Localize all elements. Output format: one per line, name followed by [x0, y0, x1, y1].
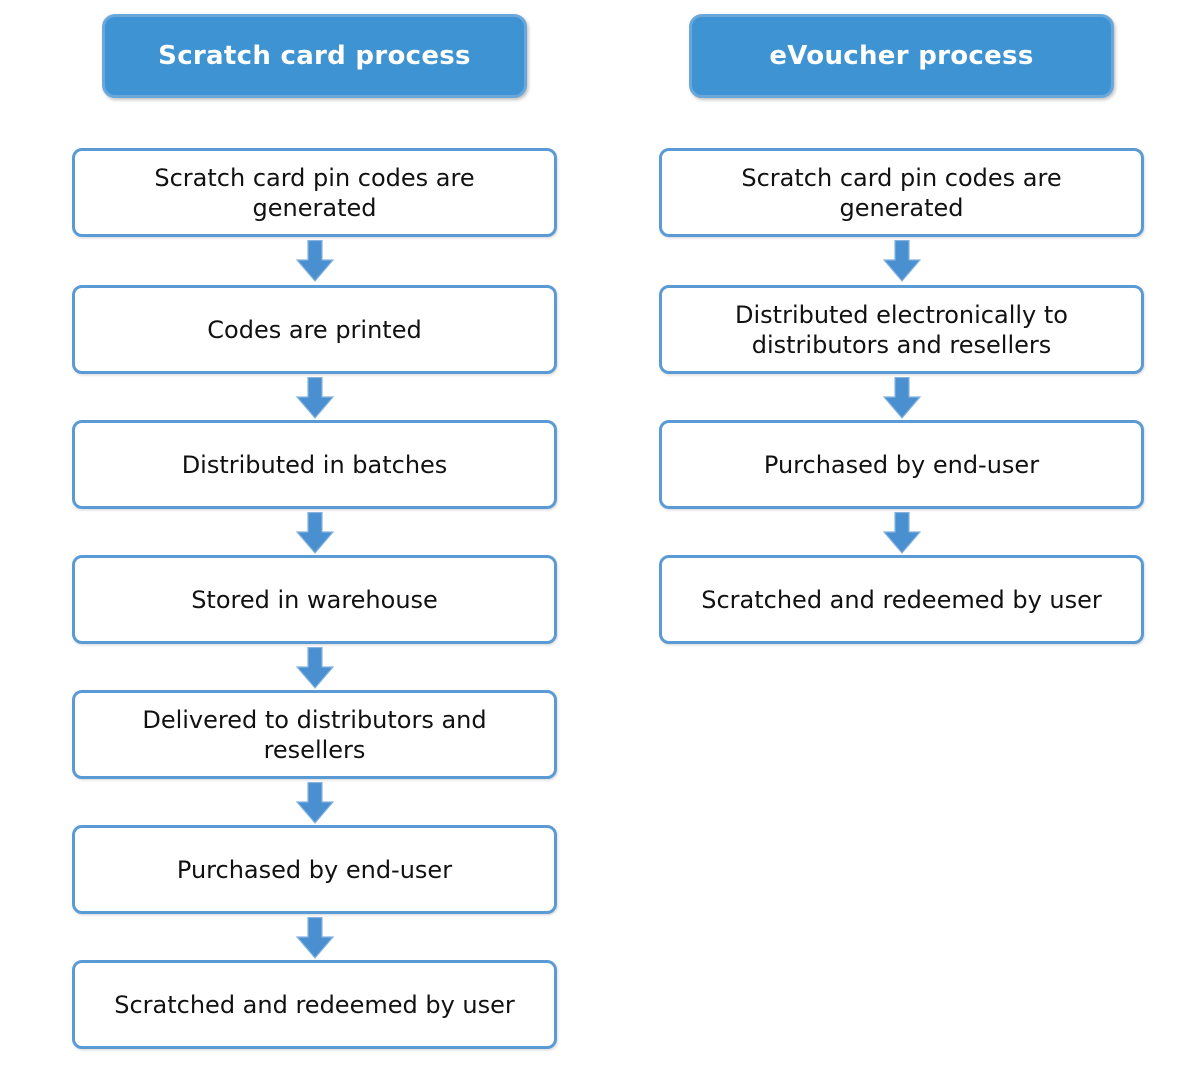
step-box-codes-printed: Codes are printed [72, 285, 557, 374]
step-box-scratched-and-redeemed: Scratched and redeemed by user [72, 960, 557, 1049]
step-box-delivered-to-distributors: Delivered to distributors and resellers [72, 690, 557, 779]
down-arrow-icon [295, 512, 334, 554]
step-box-scratched-and-redeemed: Scratched and redeemed by user [659, 555, 1144, 644]
down-arrow-icon [295, 240, 334, 282]
step-box-pin-codes-generated: Scratch card pin codes are generated [659, 148, 1144, 237]
column-evoucher-process: eVoucher process Scratch card pin codes … [659, 0, 1144, 1070]
down-arrow-icon [295, 377, 334, 419]
down-arrow-icon [295, 782, 334, 824]
down-arrow-icon [295, 647, 334, 689]
step-box-purchased-by-end-user: Purchased by end-user [72, 825, 557, 914]
column-scratch-card-process: Scratch card process Scratch card pin co… [72, 0, 557, 1070]
step-box-pin-codes-generated: Scratch card pin codes are generated [72, 148, 557, 237]
down-arrow-icon [295, 917, 334, 959]
down-arrow-icon [882, 512, 921, 554]
down-arrow-icon [882, 240, 921, 282]
step-box-stored-in-warehouse: Stored in warehouse [72, 555, 557, 644]
step-box-distributed-electronically: Distributed electronically to distributo… [659, 285, 1144, 374]
step-box-purchased-by-end-user: Purchased by end-user [659, 420, 1144, 509]
column-header-scratch-card: Scratch card process [102, 14, 527, 98]
step-box-distributed-in-batches: Distributed in batches [72, 420, 557, 509]
column-header-evoucher: eVoucher process [689, 14, 1114, 98]
down-arrow-icon [882, 377, 921, 419]
